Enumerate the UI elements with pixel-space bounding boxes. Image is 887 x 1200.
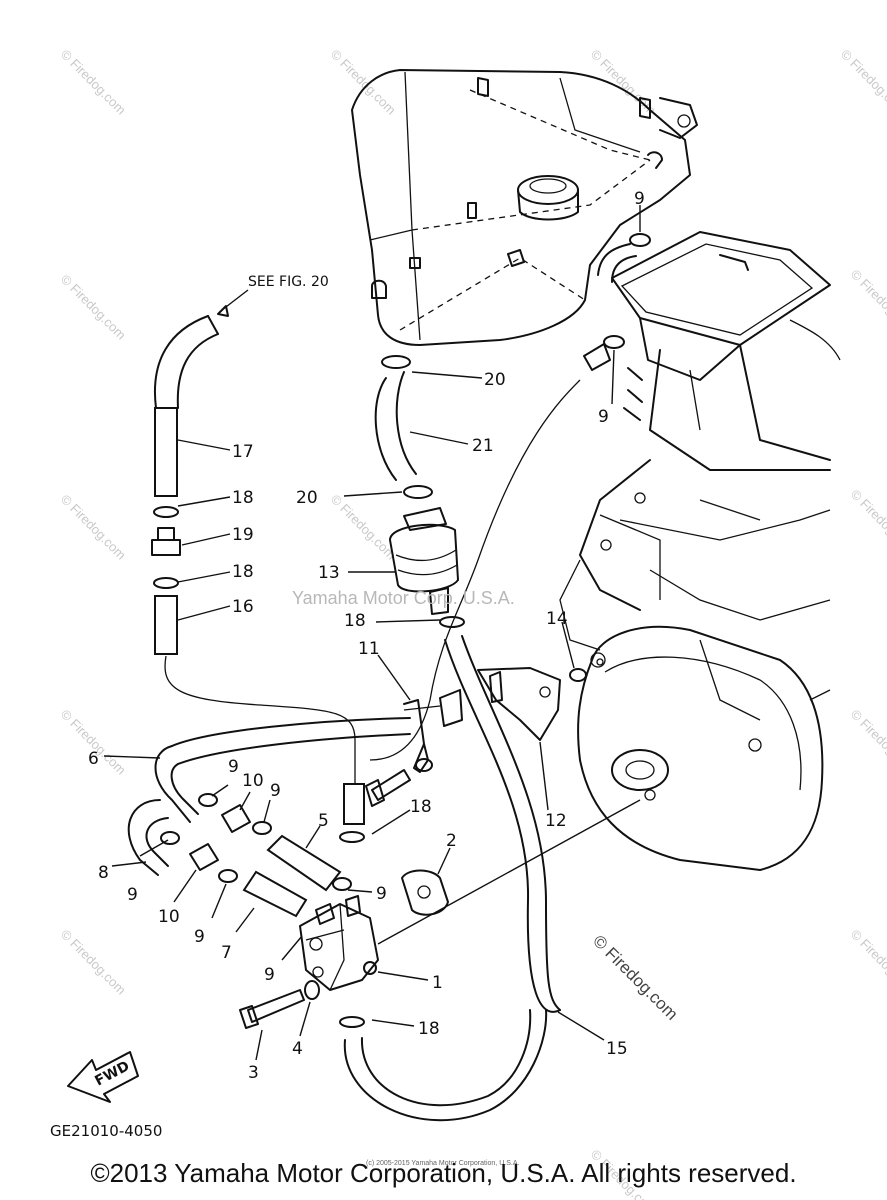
callout-9: 9 (127, 885, 138, 905)
watermark-text: © Firedog.com (58, 927, 129, 998)
watermark-text: © Firedog.com (328, 47, 399, 118)
callout-10: 10 (158, 907, 180, 927)
callout-9: 9 (194, 927, 205, 947)
callout-21: 21 (472, 436, 494, 456)
callout-3: 3 (248, 1063, 259, 1083)
callout-18: 18 (232, 562, 254, 582)
callout-9: 9 (264, 965, 275, 985)
callout-19: 19 (232, 525, 254, 545)
callout-9: 9 (376, 884, 387, 904)
callout-16: 16 (232, 597, 254, 617)
site-watermark: © Firedog.com (589, 931, 681, 1023)
callout-10: 10 (242, 771, 264, 791)
callout-9: 9 (634, 189, 645, 209)
fwd-label: FWD (92, 1058, 132, 1089)
watermark-text: © Firedog.com (848, 927, 887, 998)
callout-18: 18 (232, 488, 254, 508)
callout-8: 8 (98, 863, 109, 883)
see-fig-note: SEE FIG. 20 (248, 274, 329, 290)
oil-tank (351, 69, 698, 346)
watermark-text: © Firedog.com (848, 707, 887, 778)
callout-5: 5 (318, 811, 329, 831)
callout-20: 20 (484, 370, 506, 390)
callout-6: 6 (88, 749, 99, 769)
callout-7: 7 (221, 943, 232, 963)
watermark-text: © Firedog.com (848, 487, 887, 558)
callout-20: 20 (296, 488, 318, 508)
fine-print: (c) 2005-2015 Yamaha Motor Corporation, … (366, 1160, 520, 1167)
hoses (127, 243, 637, 1122)
watermark-layer: © Firedog.com © Firedog.com © Firedog.co… (58, 47, 887, 1200)
callout-13: 13 (318, 563, 340, 583)
callout-12: 12 (545, 811, 567, 831)
callout-15: 15 (606, 1039, 628, 1059)
bracket (365, 667, 561, 807)
callout-9: 9 (228, 757, 239, 777)
callout-17: 17 (232, 442, 254, 462)
oil-pump (239, 869, 449, 1029)
watermark-text: © Firedog.com (58, 492, 129, 563)
callout-14: 14 (546, 609, 568, 629)
callout-11: 11 (358, 639, 380, 659)
leader-lines (103, 205, 641, 1061)
watermark-text: © Firedog.com (58, 272, 129, 343)
center-watermark: Yamaha Motor Corp. U.S.A. (292, 588, 515, 608)
watermark-text: © Firedog.com (58, 47, 129, 118)
watermark-text: © Firedog.com (588, 47, 659, 118)
watermark-text: © Firedog.com (848, 267, 887, 338)
watermark-text: © Firedog.com (838, 47, 887, 118)
callout-18: 18 (410, 797, 432, 817)
drawing-code: GE21010-4050 (50, 1122, 162, 1140)
engine-block (559, 231, 841, 871)
callouts: SEE FIG. 20 17 18 19 18 16 20 21 20 13 1… (50, 189, 645, 1140)
callout-4: 4 (292, 1039, 303, 1059)
clamps (160, 233, 651, 1028)
callout-9: 9 (270, 781, 281, 801)
fwd-arrow: FWD (67, 1051, 139, 1103)
callout-9: 9 (598, 407, 609, 427)
callout-18: 18 (344, 611, 366, 631)
watermark-text: © Firedog.com (328, 492, 399, 563)
copyright-footer: ©2013 Yamaha Motor Corporation, U.S.A. A… (90, 1158, 797, 1188)
callout-1: 1 (432, 973, 443, 993)
callout-2: 2 (446, 831, 457, 851)
callout-18: 18 (418, 1019, 440, 1039)
